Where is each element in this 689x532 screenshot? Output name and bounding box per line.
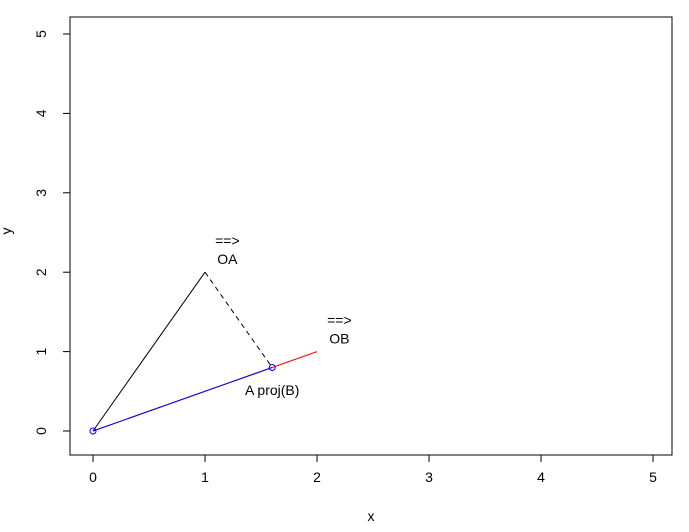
series-layer <box>92 271 318 432</box>
x-axis: 0 1 2 3 4 5 <box>89 454 657 485</box>
x-tick-label-3: 3 <box>425 469 433 485</box>
annotation-4: A proj(B) <box>245 382 299 398</box>
y-tick-label-3: 3 <box>33 189 49 197</box>
y-tick-label-0: 0 <box>33 427 49 435</box>
x-tick-label-4: 4 <box>537 469 545 485</box>
x-tick-label-2: 2 <box>313 469 321 485</box>
x-tick-label-5: 5 <box>649 469 657 485</box>
point-marker-1 <box>268 363 276 371</box>
annotation-2: ==> <box>327 312 352 328</box>
series-line-0 <box>92 271 206 432</box>
points-layer <box>89 363 276 435</box>
y-tick-label-5: 5 <box>33 30 49 38</box>
y-axis-label: y <box>0 228 14 235</box>
series-line-3 <box>92 367 273 432</box>
plot-box <box>69 16 673 456</box>
y-tick-label-4: 4 <box>33 109 49 117</box>
y-axis: 0 1 2 3 4 5 <box>33 30 71 435</box>
point-marker-0 <box>89 427 97 435</box>
series-line-2 <box>204 271 273 368</box>
y-tick-label-2: 2 <box>33 268 49 276</box>
x-axis-label: x <box>368 508 375 524</box>
annotations-layer: ==> OA ==> OB A proj(B) <box>215 233 352 398</box>
annotation-0: ==> <box>215 233 240 249</box>
x-tick-label-0: 0 <box>89 469 97 485</box>
annotation-3: OB <box>329 330 349 346</box>
y-tick-label-1: 1 <box>33 347 49 355</box>
x-tick-label-1: 1 <box>201 469 209 485</box>
annotation-1: OA <box>217 251 238 267</box>
